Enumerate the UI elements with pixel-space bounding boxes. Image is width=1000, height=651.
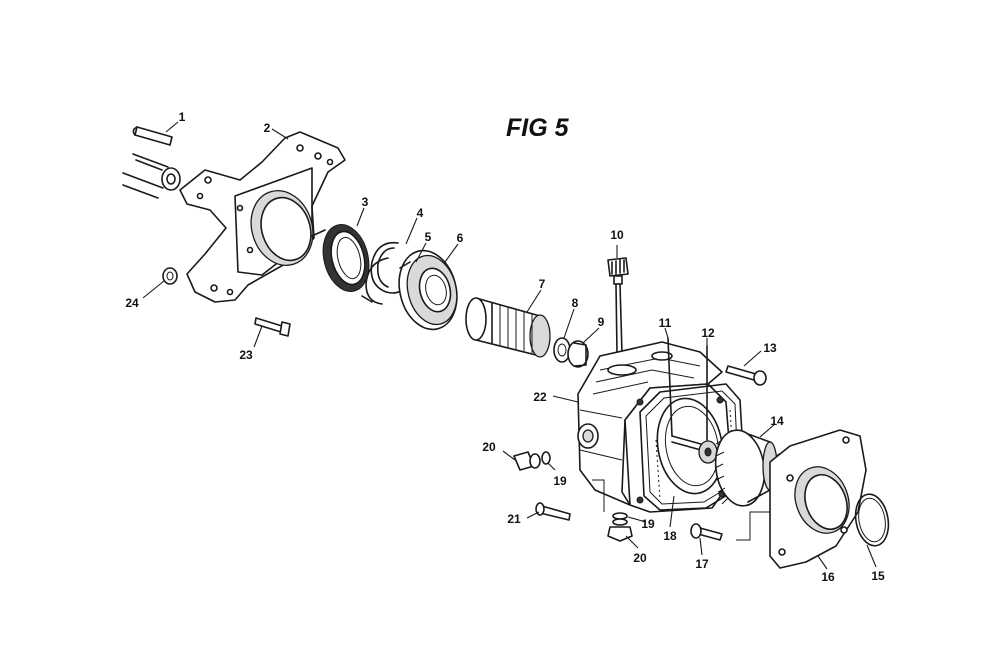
part-10-dipstick [607, 257, 629, 357]
callout-12: 12 [701, 326, 715, 340]
callout-8: 8 [572, 296, 579, 310]
callout-22: 22 [533, 390, 547, 404]
callout-23: 23 [239, 348, 253, 362]
callout-3: 3 [362, 195, 369, 209]
part-23-bolt [254, 317, 291, 337]
callout-15: 15 [871, 569, 885, 583]
callout-24: 24 [125, 296, 139, 310]
callout-13: 13 [763, 341, 777, 355]
part-7-splined-coupler [465, 297, 551, 358]
callout-4: 4 [417, 206, 424, 220]
callout-19-upper: 19 [553, 474, 567, 488]
callout-16: 16 [821, 570, 835, 584]
callout-5: 5 [425, 230, 432, 244]
callout-7: 7 [539, 277, 546, 291]
leader-lines [142, 121, 877, 570]
callout-2: 2 [264, 121, 271, 135]
part-19-washer-lower [612, 512, 628, 526]
part-11-12-pinion-shaft [656, 337, 724, 495]
callout-10: 10 [610, 228, 624, 242]
callout-9: 9 [598, 315, 605, 329]
callout-20-lower: 20 [633, 551, 647, 565]
callout-19-lower: 19 [641, 517, 655, 531]
part-1-key [132, 126, 173, 146]
part-15-o-ring [854, 493, 890, 547]
part-20-plug-lower [607, 526, 633, 542]
part-19-washer-upper [541, 451, 551, 465]
callout-20-upper: 20 [482, 440, 496, 454]
part-9-cap [567, 340, 589, 368]
callout-18: 18 [663, 529, 677, 543]
part-2-mounting-flange [179, 131, 346, 303]
assembly-guide-lines [592, 479, 770, 541]
callout-21: 21 [507, 512, 521, 526]
part-5-circlip [361, 257, 389, 305]
part-6-bearing [398, 249, 458, 331]
callout-6: 6 [457, 231, 464, 245]
part-20-plug-upper [513, 451, 541, 471]
callout-14: 14 [770, 414, 784, 428]
callout-labels: 1 2 3 4 5 6 7 8 9 10 11 12 13 14 15 16 1… [125, 110, 885, 584]
callout-1: 1 [179, 110, 186, 124]
part-16-end-cover [769, 429, 867, 569]
part-8-washer [553, 337, 571, 363]
callout-11: 11 [659, 316, 672, 330]
shaft [122, 153, 181, 199]
part-13-bolt [725, 365, 767, 386]
part-21-bolt [535, 502, 571, 521]
figure-title: FIG 5 [506, 114, 570, 142]
part-3-seal [322, 224, 370, 292]
part-4-snap-ring [370, 241, 409, 294]
part-17-bolt [690, 523, 723, 541]
callout-17: 17 [695, 557, 709, 571]
part-24-nut [162, 267, 178, 285]
